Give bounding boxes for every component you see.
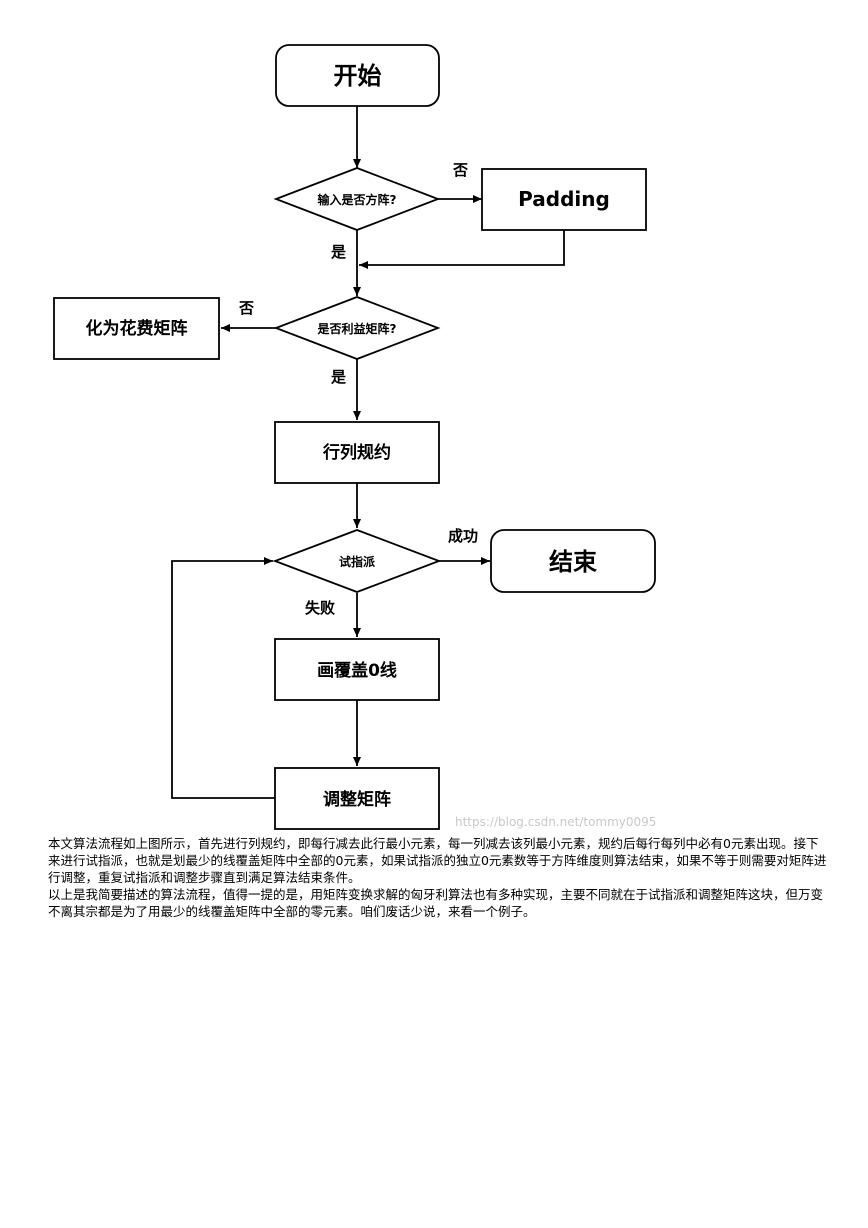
node-row-col-reduce-label: 行列规约 [322, 442, 391, 463]
edge-label-profit-yes: 是 [330, 368, 347, 386]
decision-is-profit-label: 是否利益矩阵? [317, 321, 397, 336]
node-draw-cover-lines-label: 画覆盖0线 [317, 660, 397, 681]
node-adjust-matrix-label: 调整矩阵 [323, 789, 391, 810]
decision-is-square: 输入是否方阵? [273, 167, 441, 231]
edge-label-square-no: 否 [452, 161, 468, 179]
watermark: https://blog.csdn.net/tommy0095 [455, 815, 656, 829]
edge-padding-return [359, 230, 565, 269]
edge-label-profit-no: 否 [238, 299, 254, 317]
flowchart: 开始 输入是否方阵? Padding 是否利益矩阵? 化为花费矩阵 行列规约 试… [53, 44, 656, 830]
caption-paragraph-1: 本文算法流程如上图所示，首先进行列规约，即每行减去此行最小元素，每一列减去该列最… [48, 836, 827, 885]
edge-label-assign-success: 成功 [448, 527, 478, 545]
node-end: 结束 [490, 529, 656, 593]
node-start-label: 开始 [334, 62, 382, 90]
decision-try-assign: 试指派 [272, 529, 442, 593]
decision-is-square-label: 输入是否方阵? [318, 192, 397, 207]
edge-label-square-yes: 是 [330, 243, 347, 261]
node-to-cost-matrix-label: 化为花费矩阵 [86, 318, 188, 339]
edge-adjust-loop [171, 557, 275, 799]
node-to-cost-matrix: 化为花费矩阵 [53, 297, 220, 360]
node-padding: Padding [481, 168, 647, 231]
node-draw-cover-lines: 画覆盖0线 [274, 638, 440, 701]
node-start: 开始 [275, 44, 440, 107]
node-padding-label: Padding [518, 187, 610, 211]
decision-try-assign-label: 试指派 [339, 554, 376, 569]
decision-is-profit: 是否利益矩阵? [273, 296, 441, 360]
caption: 本文算法流程如上图所示，首先进行列规约，即每行减去此行最小元素，每一列减去该列最… [48, 835, 828, 920]
node-adjust-matrix: 调整矩阵 [274, 767, 440, 830]
edge-label-assign-fail: 失败 [305, 599, 335, 617]
caption-paragraph-2: 以上是我简要描述的算法流程，值得一提的是，用矩阵变换求解的匈牙利算法也有多种实现… [48, 887, 824, 919]
node-end-label: 结束 [549, 548, 598, 576]
node-row-col-reduce: 行列规约 [274, 421, 440, 484]
